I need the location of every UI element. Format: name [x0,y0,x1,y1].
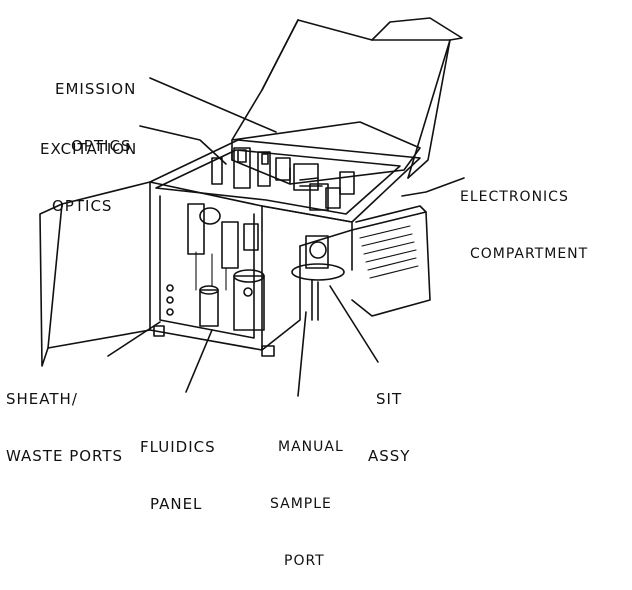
label-fluidics-panel: FLUIDICS PANEL [140,438,216,513]
leader-sit-assy [329,285,379,363]
left-door [39,181,151,367]
ports-and-feet [153,284,275,357]
sit-assembly [291,235,345,321]
instrument-drawing [39,17,465,397]
label-excitation-optics: EXCITATION OPTICS [40,140,138,215]
leader-fluidics-panel [185,329,213,393]
emission-optics-components [293,163,355,211]
label-sit-assy: SIT ASSY [368,390,411,465]
open-lid [231,17,463,179]
label-electronics-compartment: ELECTRONICS COMPARTMENT [460,189,589,262]
leader-lines [107,77,465,397]
excitation-optics-components [211,147,291,189]
leader-sheath-waste-ports [107,321,161,357]
leader-manual-sample-port [297,311,307,397]
cabinet-front [149,181,353,351]
leader-emission-optics [149,77,277,133]
right-door [351,205,431,317]
fluidics-panel-components [187,203,265,331]
leader-electronics-compartment [401,177,465,197]
label-sheath-waste-ports: SHEATH/ WASTE PORTS [6,390,124,465]
leader-excitation-optics [139,125,227,165]
instrument-sketch-diagram: EMISSION OPTICS EXCITATION OPTICS ELECTR… [6,17,589,569]
label-emission-optics: EMISSION OPTICS [55,80,137,155]
cabinet-top [149,139,421,223]
label-manual-sample-port: MANUAL SAMPLE PORT [270,439,344,569]
